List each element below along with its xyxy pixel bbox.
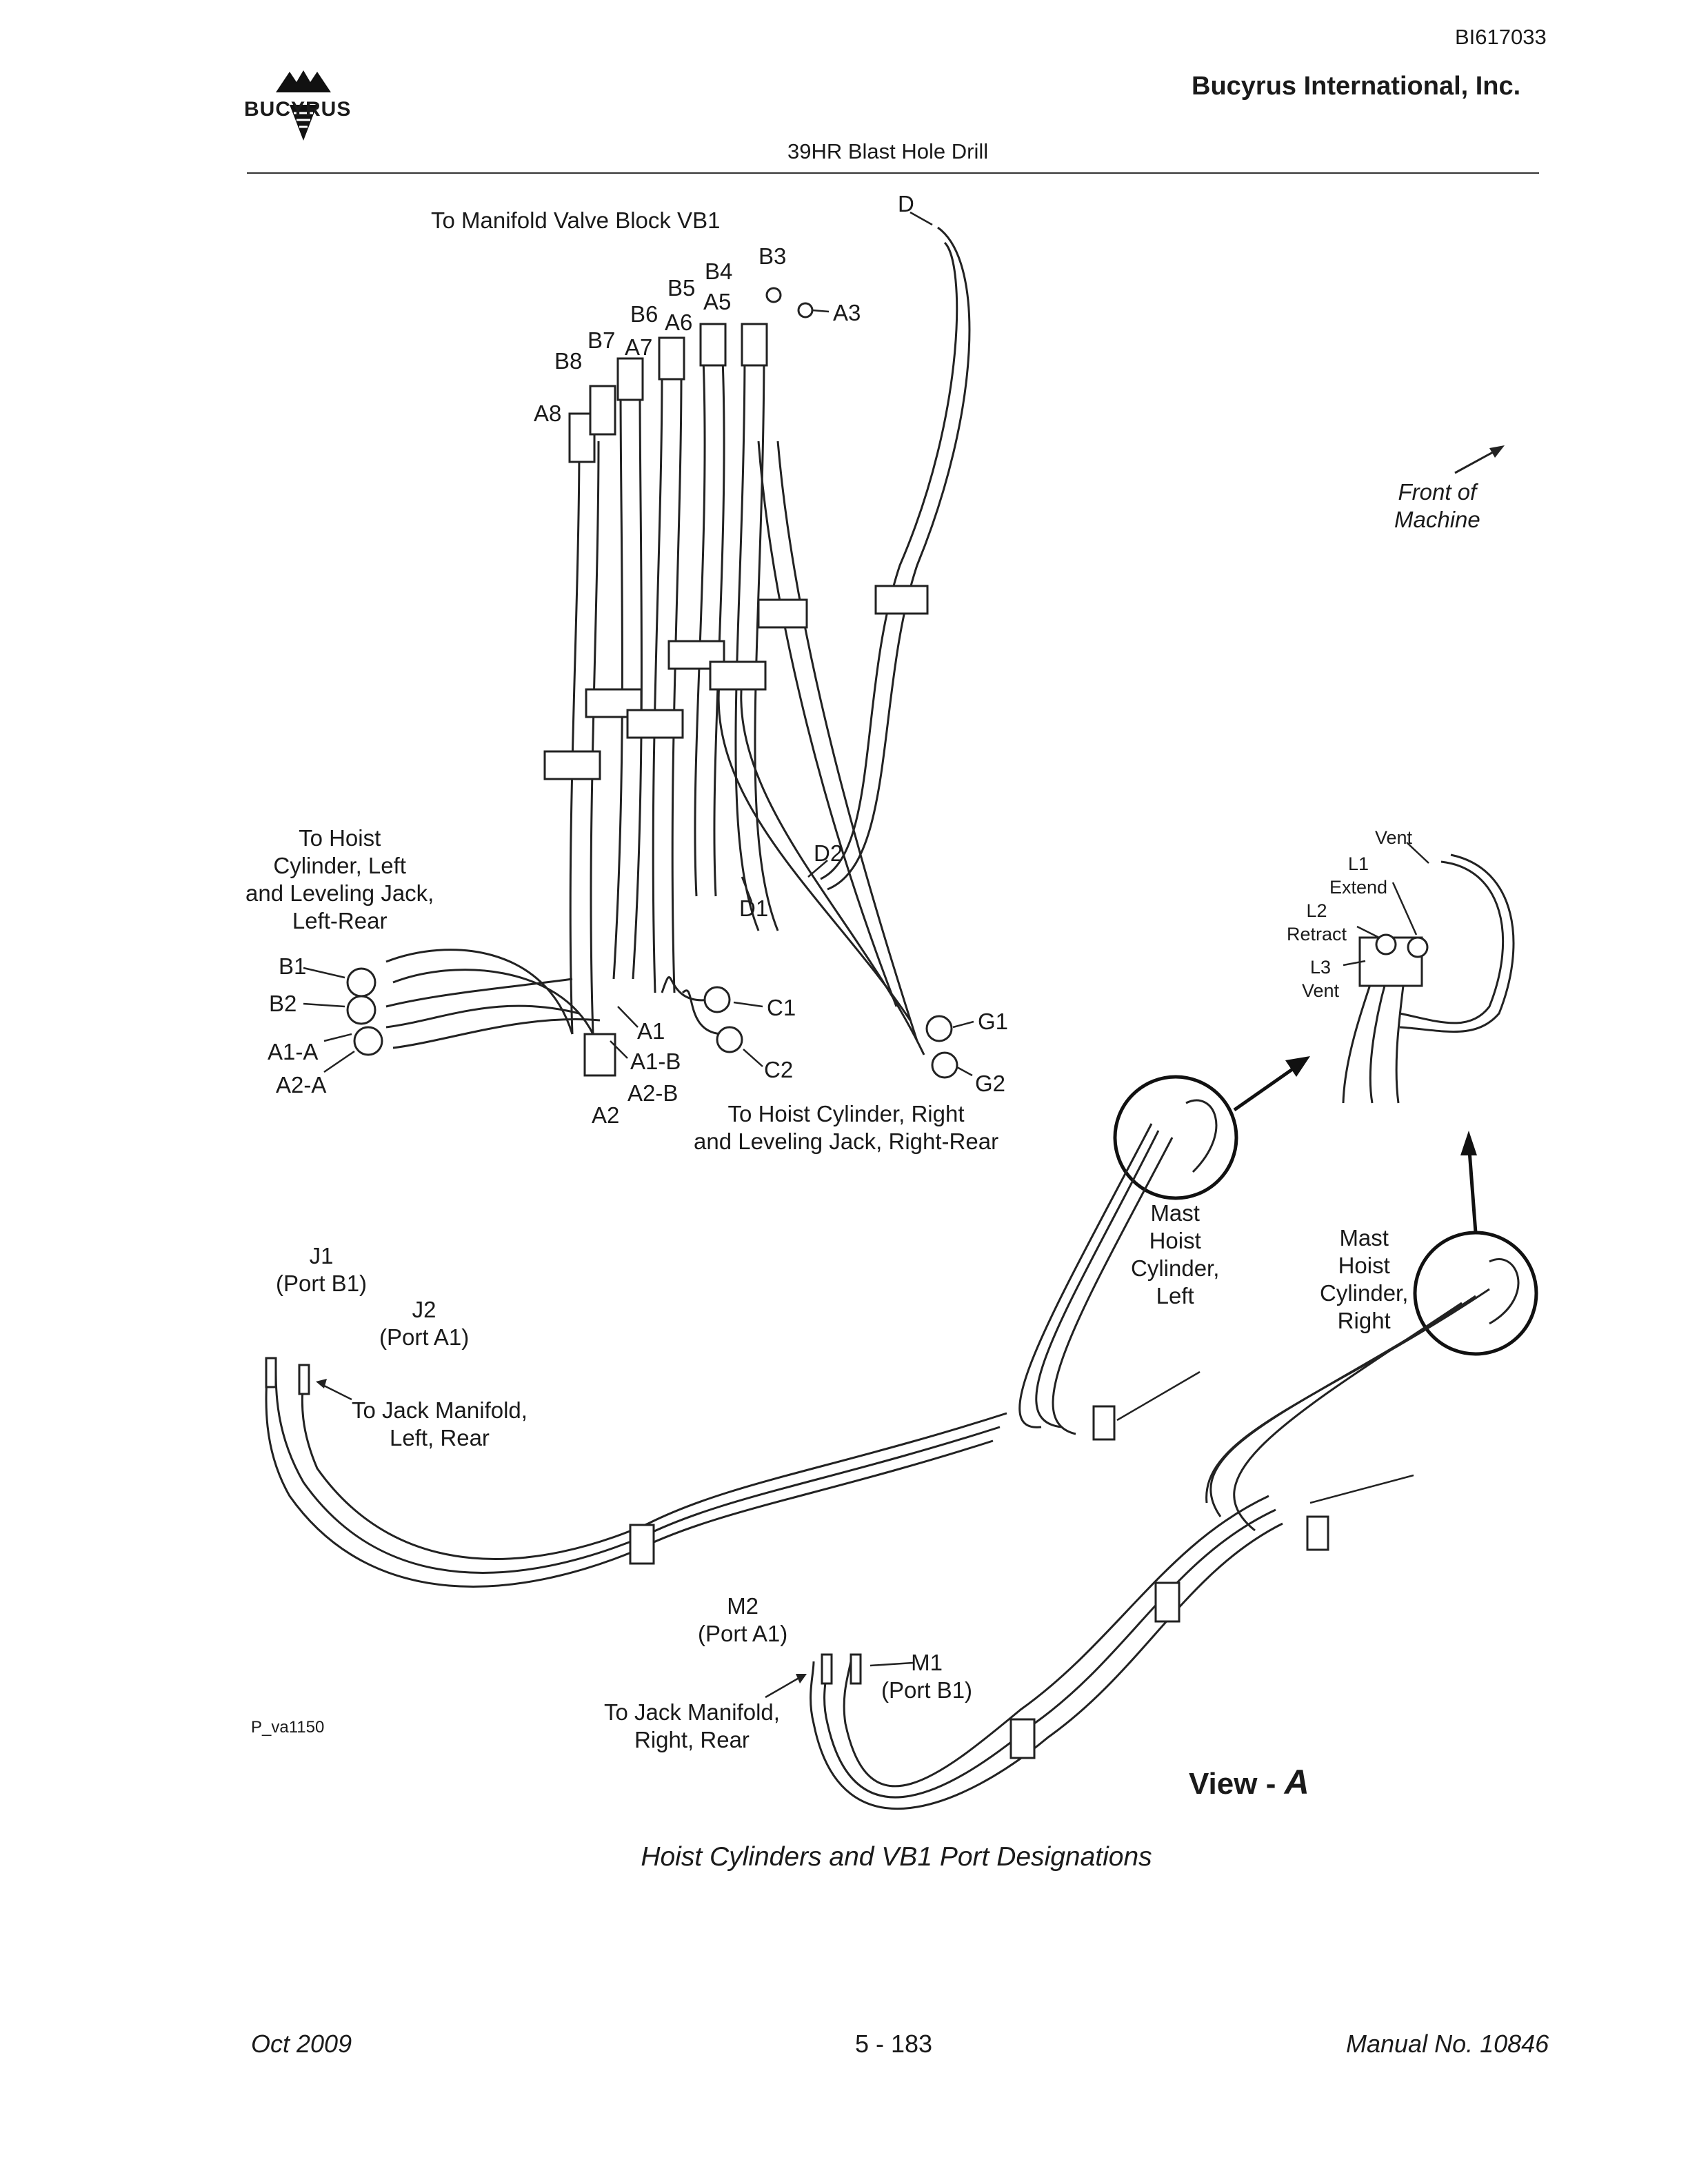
label-a3: A3 [833, 300, 861, 325]
label-d1: D1 [739, 896, 769, 921]
label-a6: A6 [665, 310, 693, 335]
front-arrow [1454, 445, 1505, 474]
label-jack-left: To Jack Manifold, Left, Rear [352, 1397, 528, 1450]
label-front-of-machine: Front of Machine [1394, 479, 1480, 532]
drawing-reference: P_va1150 [251, 1718, 325, 1737]
manifold-hoses [303, 211, 974, 1079]
label-b1: B1 [279, 953, 307, 979]
label-b4: B4 [705, 259, 733, 284]
label-manifold: To Manifold Valve Block VB1 [431, 208, 721, 233]
model-title: 39HR Blast Hole Drill [787, 139, 989, 163]
label-l2-retract: L2 Retract [1287, 900, 1347, 944]
bucyrus-logo [276, 70, 331, 141]
label-a2-b: A2-B [627, 1080, 679, 1106]
label-a1: A1 [637, 1018, 665, 1044]
label-mast-right: Mast Hoist Cylinder, Right [1320, 1225, 1409, 1333]
label-jack-right: To Jack Manifold, Right, Rear [604, 1699, 780, 1752]
label-a1-b: A1-B [630, 1049, 681, 1074]
label-hoist-left: To Hoist Cylinder, Left and Leveling Jac… [245, 825, 434, 933]
label-a7: A7 [625, 334, 653, 360]
footer-manual-number: Manual No. 10846 [1346, 2030, 1549, 2058]
label-j2: J2 (Port A1) [379, 1297, 470, 1350]
view-title: View - A [1189, 1762, 1309, 1802]
label-b6: B6 [630, 301, 659, 327]
label-a2-a: A2-A [276, 1072, 327, 1098]
label-g2: G2 [975, 1071, 1006, 1096]
label-g1: G1 [978, 1009, 1009, 1034]
view-a-detail [1342, 842, 1515, 1104]
label-a8: A8 [534, 401, 562, 426]
company-name: Bucyrus International, Inc. [1192, 72, 1521, 101]
label-mast-left: Mast Hoist Cylinder, Left [1131, 1200, 1220, 1308]
label-m1: M1 (Port B1) [881, 1650, 973, 1703]
label-d2: D2 [814, 840, 843, 866]
footer-page-number: 5 - 183 [855, 2030, 933, 2058]
footer-date: Oct 2009 [251, 2030, 352, 2058]
label-l1-extend: L1 Extend [1329, 853, 1388, 898]
label-a1-a: A1-A [268, 1039, 319, 1064]
document-id: BI617033 [1455, 25, 1547, 49]
label-c2: C2 [764, 1057, 794, 1082]
label-d: D [898, 191, 914, 216]
figure-caption: Hoist Cylinders and VB1 Port Designation… [641, 1842, 1152, 1872]
view-label: View - [1189, 1767, 1285, 1801]
label-b2: B2 [269, 991, 297, 1016]
label-a5: A5 [703, 289, 732, 314]
label-l3-vent: L3 Vent [1302, 957, 1340, 1001]
label-c1: C1 [767, 995, 796, 1020]
view-letter: A [1284, 1763, 1309, 1801]
label-m2: M2 (Port A1) [698, 1593, 788, 1646]
view-a-lower [265, 1056, 1538, 1810]
label-vent-top: Vent [1375, 827, 1413, 848]
label-a2: A2 [592, 1102, 620, 1128]
logo-text: BUCYRUS [244, 98, 352, 121]
header-rule [247, 172, 1539, 174]
label-b3: B3 [758, 243, 787, 269]
label-b5: B5 [667, 275, 696, 301]
label-hoist-right: To Hoist Cylinder, Right and Leveling Ja… [694, 1101, 999, 1154]
label-j1: J1 (Port B1) [276, 1243, 368, 1296]
label-b8: B8 [554, 348, 583, 374]
label-b7: B7 [587, 327, 616, 353]
